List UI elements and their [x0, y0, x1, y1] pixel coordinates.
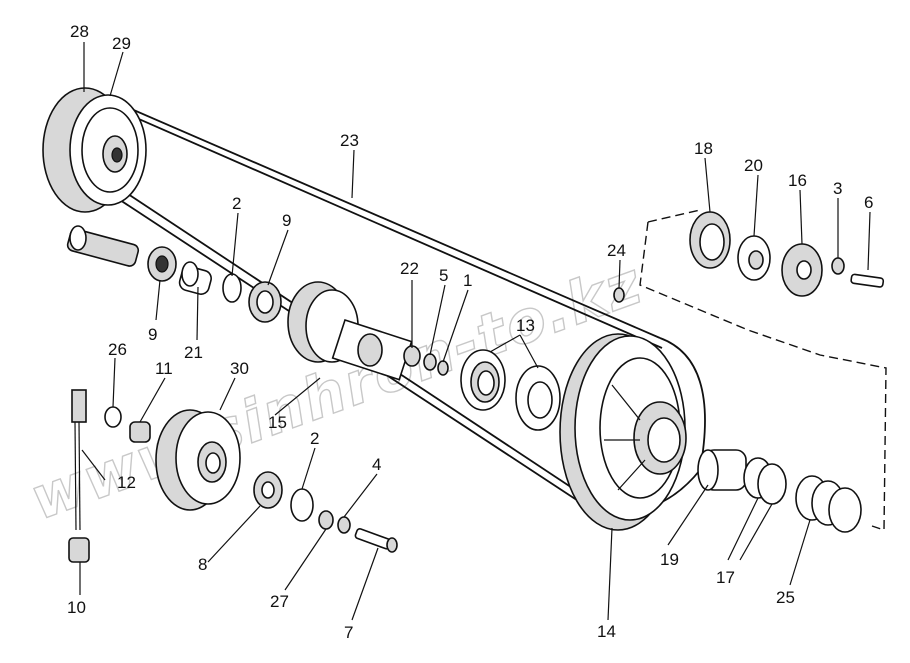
flange-13	[515, 365, 561, 431]
nut-3	[831, 257, 845, 275]
callout-23: 23	[340, 131, 359, 150]
callout-2-lower: 2	[310, 429, 319, 448]
grease-fitting-24	[613, 287, 625, 303]
callout-21: 21	[184, 343, 203, 362]
leader-lines	[79, 42, 871, 621]
shaft-bolt	[66, 225, 140, 267]
washer-22	[403, 345, 421, 367]
callout-15: 15	[268, 413, 287, 432]
dashed-frame	[639, 209, 887, 531]
bolt-6	[850, 273, 885, 288]
bearing-8	[253, 471, 283, 509]
washer-27	[318, 510, 334, 530]
bearing-9-left	[147, 246, 177, 282]
callout-2-upper: 2	[232, 194, 241, 213]
spring-25	[795, 475, 862, 533]
hub-pulley-15	[287, 281, 413, 381]
callout-9-lower: 9	[148, 325, 157, 344]
callout-27: 27	[270, 592, 289, 611]
washer-small	[437, 360, 449, 376]
plate-20	[737, 235, 771, 281]
callout-14: 14	[597, 622, 616, 641]
nut-10	[68, 537, 90, 563]
snap-ring-2-upper	[222, 273, 242, 303]
bearing-9-right	[248, 281, 282, 323]
spring-17b	[757, 463, 787, 505]
callout-4: 4	[372, 455, 381, 474]
bearing-1	[460, 349, 506, 411]
sleeve-21	[178, 261, 212, 295]
hub-16	[781, 243, 823, 297]
idler-pulley-30	[155, 409, 241, 511]
snap-ring-2-lower	[290, 488, 314, 522]
washer-5	[423, 353, 437, 371]
callout-28: 28	[70, 22, 89, 41]
callout-26: 26	[108, 340, 127, 359]
callout-11: 11	[155, 359, 173, 378]
callout-18: 18	[694, 139, 713, 158]
callout-29: 29	[112, 34, 131, 53]
sleeve-19	[697, 449, 747, 491]
callout-16: 16	[788, 171, 807, 190]
callout-7: 7	[344, 623, 353, 642]
callout-9-upper: 9	[282, 211, 291, 230]
callout-19: 19	[660, 550, 679, 569]
callout-20: 20	[744, 156, 763, 175]
callout-30: 30	[230, 359, 249, 378]
callout-1: 1	[463, 271, 472, 290]
callout-5: 5	[439, 266, 448, 285]
callout-8: 8	[198, 555, 207, 574]
washer-26	[104, 406, 122, 428]
callout-24: 24	[607, 241, 626, 260]
callout-13: 13	[516, 316, 535, 335]
callout-25: 25	[776, 588, 795, 607]
bolt-7	[354, 528, 398, 553]
callout-10: 10	[67, 598, 86, 617]
callout-12: 12	[117, 473, 136, 492]
callout-labels: 28 29 23 2 9 9 21 22 5 1 13 24 18 20 16 …	[67, 22, 873, 642]
tension-rod-12	[71, 389, 87, 531]
callout-3: 3	[833, 179, 842, 198]
nut-4	[337, 516, 351, 534]
callout-17: 17	[716, 568, 735, 587]
callout-6: 6	[864, 193, 873, 212]
seal-18	[689, 211, 731, 269]
callout-22: 22	[400, 259, 419, 278]
drive-pulley	[42, 87, 147, 213]
large-pulley-14	[559, 333, 687, 531]
bushing-11	[129, 421, 151, 443]
